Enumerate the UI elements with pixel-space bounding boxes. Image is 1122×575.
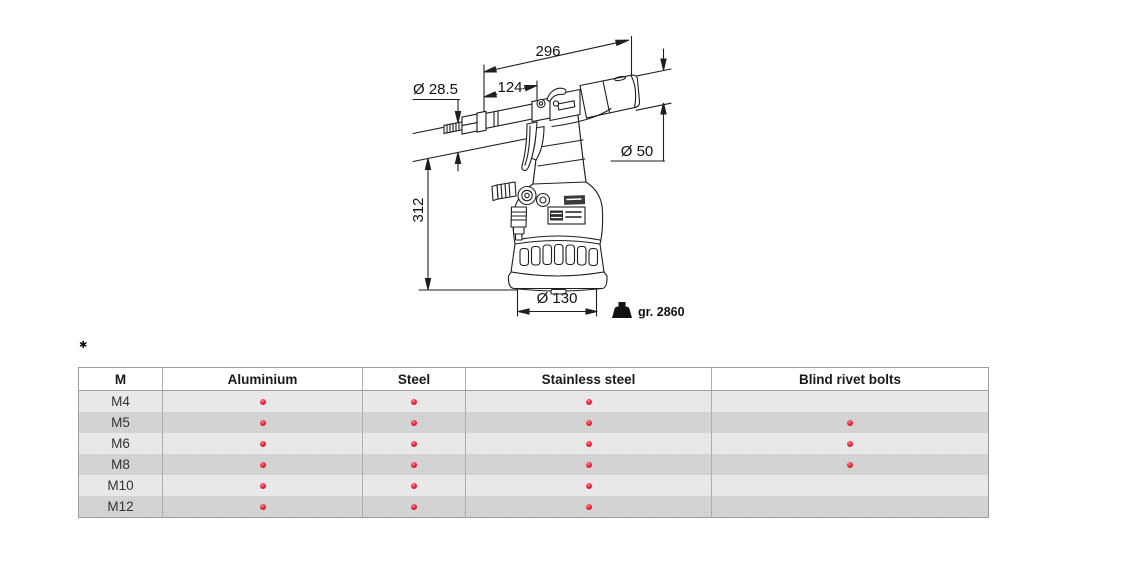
table-cell: [362, 433, 465, 454]
table-row-m10: M10: [79, 475, 988, 496]
compat-dot: [259, 419, 266, 426]
table-cell: [362, 454, 465, 475]
table-cell: [162, 454, 362, 475]
table-cell: [711, 496, 988, 517]
table-cell: [465, 496, 711, 517]
row-label: M12: [107, 499, 134, 514]
table-cell: [362, 412, 465, 433]
compat-dot: [585, 440, 592, 447]
compat-dot: [411, 503, 417, 510]
weight-label: gr. 2860: [638, 305, 685, 319]
compat-dot: [411, 440, 417, 447]
row-label: M5: [111, 415, 130, 430]
capacity-table: M Aluminium Steel Stainless steel Blind …: [78, 367, 989, 518]
compat-dot: [411, 482, 417, 489]
compat-dot: [259, 461, 266, 468]
table-cell: [465, 433, 711, 454]
compat-dot: [585, 503, 592, 510]
weight-icon: [612, 302, 632, 318]
column-header-aluminium: Aluminium: [162, 368, 362, 390]
table-cell: [465, 412, 711, 433]
compat-dot: [585, 482, 592, 489]
compat-dot: [847, 440, 853, 447]
compat-dot: [411, 398, 417, 405]
compat-dot: [411, 461, 417, 468]
table-cell: [711, 391, 988, 412]
dim-overall-length: 296: [535, 43, 560, 60]
table-cell: [162, 496, 362, 517]
table-cell: [162, 391, 362, 412]
table-row-m5: M5: [79, 412, 988, 433]
table-row-m6: M6: [79, 433, 988, 454]
dim-front-length: 124: [497, 79, 522, 96]
compat-dot: [585, 419, 592, 426]
compat-dot: [259, 503, 266, 510]
table-row-m8: M8: [79, 454, 988, 475]
compat-dot: [585, 398, 592, 405]
compat-dot: [259, 482, 266, 489]
table-row-m4: M4: [79, 391, 988, 412]
row-label: M4: [111, 394, 130, 409]
column-header-stainless-steel: Stainless steel: [465, 368, 711, 390]
table-cell: [711, 433, 988, 454]
table-cell: [362, 475, 465, 496]
table-cell: [711, 475, 988, 496]
table-cell: [711, 412, 988, 433]
footnote-marker: ✱: [79, 340, 88, 351]
table-cell: [162, 412, 362, 433]
compat-dot: [259, 398, 266, 405]
compat-dot: [411, 419, 417, 426]
table-cell: [465, 454, 711, 475]
compat-dot: [847, 461, 853, 468]
column-header-m: M: [114, 371, 127, 387]
dim-overall-height: 312: [410, 197, 427, 222]
table-cell: [162, 475, 362, 496]
table-cell: [362, 391, 465, 412]
compat-dot: [585, 461, 592, 468]
dim-body-diameter: Ø 50: [621, 143, 654, 160]
column-header-steel: Steel: [362, 368, 465, 390]
table-cell: [362, 496, 465, 517]
row-label: M10: [107, 478, 134, 493]
column-header-blind-rivet-bolts: Blind rivet bolts: [711, 368, 988, 390]
row-label: M8: [111, 457, 130, 472]
table-cell: [465, 391, 711, 412]
product-technical-drawing: 296 124 Ø 28.5 Ø 50 312 Ø 130 gr. 2860: [410, 35, 685, 319]
table-row-m12: M12: [79, 496, 988, 517]
row-label: M6: [111, 436, 130, 451]
table-cell: [711, 454, 988, 475]
table-header-row: M Aluminium Steel Stainless steel Blind …: [79, 368, 988, 391]
dim-nose-diameter: Ø 28.5: [413, 81, 458, 98]
compat-dot: [259, 440, 266, 447]
compat-dot: [847, 419, 853, 426]
table-cell: [465, 475, 711, 496]
dim-base-diameter: Ø 130: [537, 290, 578, 307]
table-cell: [162, 433, 362, 454]
